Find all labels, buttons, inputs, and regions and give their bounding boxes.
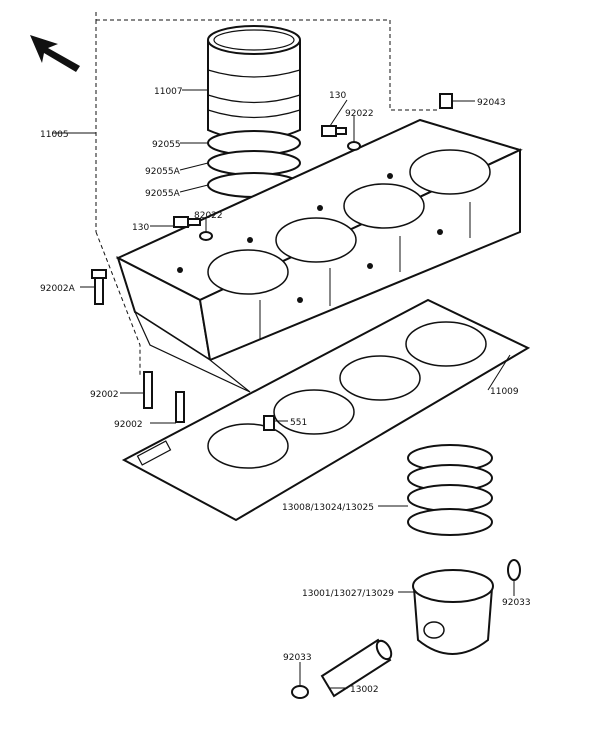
label-92002: 92002 xyxy=(90,390,119,400)
label-11005: 11005 xyxy=(40,130,69,140)
group-frame xyxy=(95,12,438,375)
piston-rings xyxy=(407,444,493,536)
label-92002-2: 92002 xyxy=(114,420,143,430)
label-92043: 92043 xyxy=(477,98,506,108)
arrow-up-left-icon xyxy=(30,35,80,72)
bolt-92043 xyxy=(439,93,453,109)
label-11009: 11009 xyxy=(490,387,519,397)
label-130-mid: 130 xyxy=(132,223,149,233)
label-92002a: 92002A xyxy=(40,284,76,294)
bolt-92002 xyxy=(143,371,153,409)
circlip-92033-left xyxy=(291,685,309,699)
piston xyxy=(412,569,494,655)
label-92033-left: 92033 xyxy=(283,653,312,663)
o-ring-92055a-1 xyxy=(207,150,301,176)
washer-92022-top xyxy=(347,141,361,151)
circlip-92033-right xyxy=(507,559,521,581)
cylinder-block xyxy=(115,118,523,393)
label-92055a-2: 92055A xyxy=(145,189,181,199)
piston-pin xyxy=(320,638,393,698)
label-130-top: 130 xyxy=(329,91,346,101)
label-92022-top: 92022 xyxy=(345,109,374,119)
bolt-92002-2 xyxy=(175,391,185,423)
label-92055a-1: 92055A xyxy=(145,167,181,177)
bolt-130-mid xyxy=(173,216,201,228)
label-13008: 13008/13024/13025 xyxy=(282,503,374,513)
label-13001: 13001/13027/13029 xyxy=(302,589,394,599)
washer-82022 xyxy=(199,231,213,241)
bolt-92002a xyxy=(91,269,107,305)
head-gasket xyxy=(121,298,531,522)
cylinder-liner xyxy=(207,25,301,141)
label-551: 551 xyxy=(290,418,307,428)
dowel-551 xyxy=(263,415,275,431)
bolt-130-top xyxy=(321,125,347,137)
label-82022: 82022 xyxy=(194,211,223,221)
label-13002: 13002 xyxy=(350,685,379,695)
label-11007: 11007 xyxy=(154,87,183,97)
label-92055: 92055 xyxy=(152,140,181,150)
label-92033-right: 92033 xyxy=(502,598,531,608)
